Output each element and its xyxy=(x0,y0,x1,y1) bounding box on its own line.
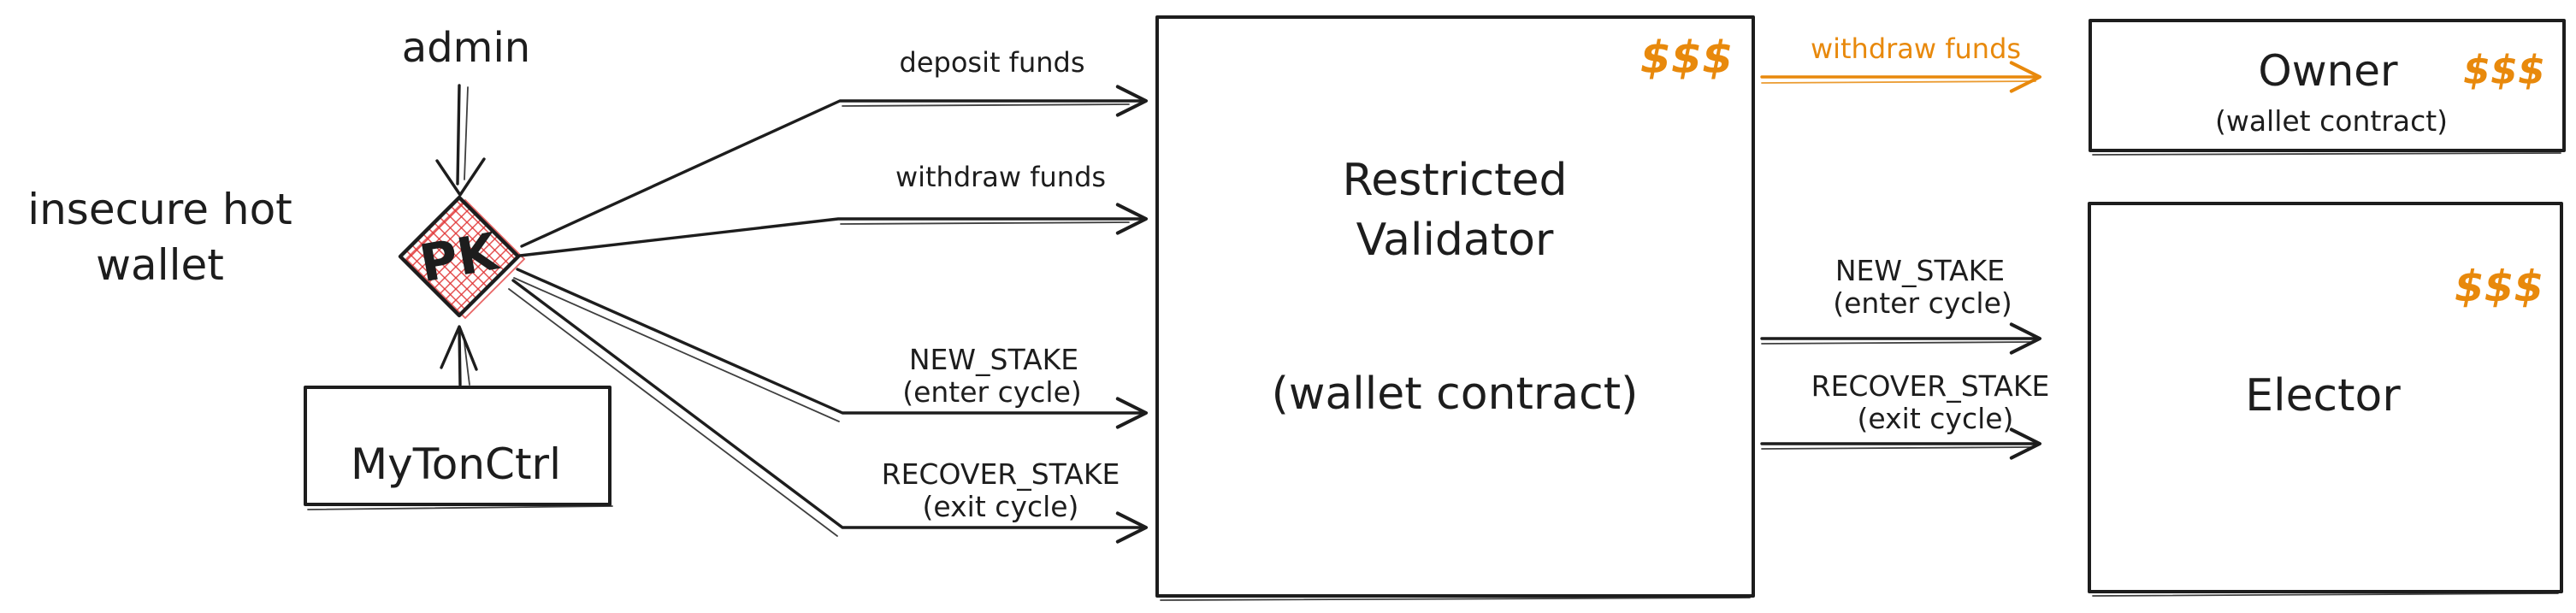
deposit-funds-label: deposit funds xyxy=(900,46,1085,79)
restricted-validator-title-line2: Validator xyxy=(1356,215,1554,266)
enter-cycle-label: (enter cycle) xyxy=(902,375,1082,409)
pk-recover-stake-arrow xyxy=(508,279,1149,544)
withdraw-funds-orange-label: withdraw funds xyxy=(1811,32,2021,65)
restricted-validator-subtitle: (wallet contract) xyxy=(1272,368,1639,420)
svg-text:insecure hot: insecure hot xyxy=(27,185,292,234)
admin-label: admin xyxy=(402,24,530,72)
owner-money-badge: $$$ xyxy=(2463,47,2545,93)
svg-text:wallet: wallet xyxy=(96,240,224,290)
pk-node: PK xyxy=(398,195,526,320)
elector-node-shape xyxy=(2088,202,2563,593)
validator-recover-stake-to-elector-arrow xyxy=(1760,427,2042,460)
restricted-validator-node: Restricted Validator (wallet contract) $… xyxy=(1155,15,1755,601)
new-stake-out-label: NEW_STAKE xyxy=(1835,254,2005,287)
validator-new-stake-to-elector-arrow xyxy=(1760,322,2042,355)
admin-to-pk-arrow xyxy=(435,84,486,197)
mytonctrl-to-pk-arrow xyxy=(440,325,478,386)
owner-subtitle: (wallet contract) xyxy=(2215,104,2448,138)
pk-node-shape xyxy=(398,195,521,318)
restricted-validator-money-badge: $$$ xyxy=(1640,32,1734,84)
enter-cycle-out-label: (enter cycle) xyxy=(1833,286,2012,320)
owner-node-shape xyxy=(2089,19,2566,152)
mytonctrl-node-shape xyxy=(304,386,612,506)
owner-node: Owner $$$ (wallet contract) xyxy=(2089,19,2566,156)
restricted-validator-node-shape xyxy=(1155,15,1755,598)
recover-stake-label: RECOVER_STAKE xyxy=(882,457,1120,491)
mytonctrl-node-label: MyTonCtrl xyxy=(351,439,561,489)
exit-cycle-label: (exit cycle) xyxy=(923,490,1079,523)
validator-withdraw-to-owner-arrow xyxy=(1760,61,2042,93)
mytonctrl-node: MyTonCtrl xyxy=(304,386,613,510)
withdraw-funds-label: withdraw funds xyxy=(895,161,1106,193)
owner-title: Owner xyxy=(2258,46,2398,96)
pk-deposit-arrow xyxy=(520,85,1149,248)
recover-stake-out-label: RECOVER_STAKE xyxy=(1811,369,2050,403)
restricted-validator-title-line1: Restricted xyxy=(1342,155,1567,206)
pk-withdraw-arrow xyxy=(518,203,1149,257)
insecure-hot-wallet-caption: insecure hot wallet xyxy=(27,185,292,290)
elector-node: $$$ Elector xyxy=(2088,202,2563,597)
pk-new-stake-arrow xyxy=(513,268,1149,429)
pk-node-label: PK xyxy=(416,221,505,294)
elector-money-badge: $$$ xyxy=(2455,262,2544,311)
elector-title: Elector xyxy=(2245,370,2401,421)
exit-cycle-out-label: (exit cycle) xyxy=(1858,402,2014,435)
new-stake-label: NEW_STAKE xyxy=(909,343,1078,376)
